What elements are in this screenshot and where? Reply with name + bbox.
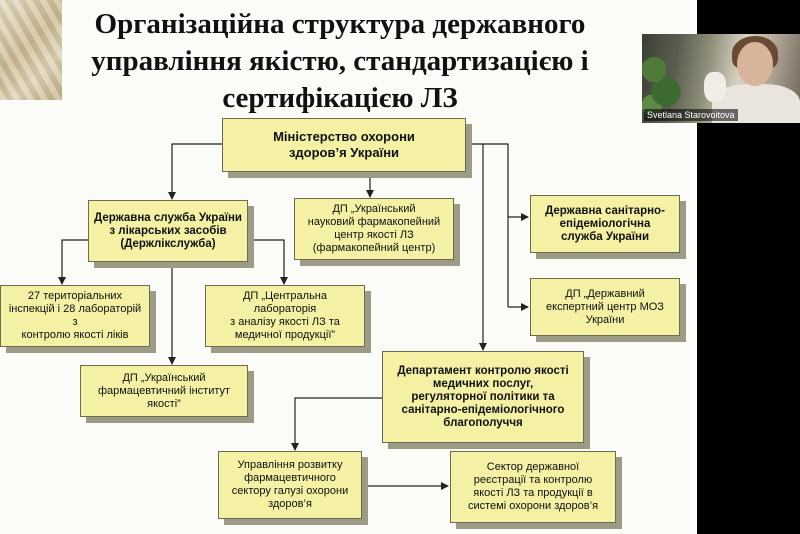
- participant-head: [737, 42, 773, 86]
- node-pharmaceutical-institute: ДП „Український фармацевтичний інститут …: [80, 365, 248, 417]
- background-plant: [642, 34, 682, 123]
- connector-ministry-right-trunk: [466, 143, 509, 307]
- node-ministry: Міністерство охорони здоров’я України: [222, 118, 466, 172]
- slide-title: Організаційна структура державного управ…: [91, 8, 589, 114]
- node-pharma-development: Управління розвитку фармацевтичного сект…: [218, 451, 362, 519]
- node-central-laboratory: ДП „Центральна лабораторія з аналізу яко…: [205, 285, 365, 347]
- node-expert-center: ДП „Державний експертний центр МОЗ Украї…: [530, 278, 680, 336]
- participant-name-label: Svetlana Starovoitova: [644, 109, 738, 121]
- org-chart-connectors: [58, 143, 529, 490]
- connector-state-service-central-lab: [248, 239, 288, 285]
- node-territorial-inspections: 27 територіальних інспекцій і 28 лаборат…: [0, 285, 150, 347]
- participant-arm: [704, 72, 726, 102]
- node-department: Департамент контролю якості медичних пос…: [382, 351, 584, 443]
- node-state-service: Державна служба України з лікарських зас…: [88, 200, 248, 262]
- presentation-slide: Організаційна структура державного управ…: [0, 0, 697, 534]
- connector-department-pharma-development: [291, 397, 382, 451]
- connector-state-service-left: [58, 239, 88, 285]
- node-sanitary-service: Державна санітарно- епідеміологічна служ…: [530, 195, 680, 253]
- connector-ministry-state-service: [168, 143, 222, 200]
- slide-decoration: [0, 0, 62, 100]
- node-registration-sector: Сектор державної реєстрації та контролю …: [450, 451, 616, 523]
- participant-video-tile[interactable]: Svetlana Starovoitova: [642, 34, 800, 123]
- node-pharmacopoeia-center: ДП „Український науковий фармакопейний ц…: [294, 198, 454, 260]
